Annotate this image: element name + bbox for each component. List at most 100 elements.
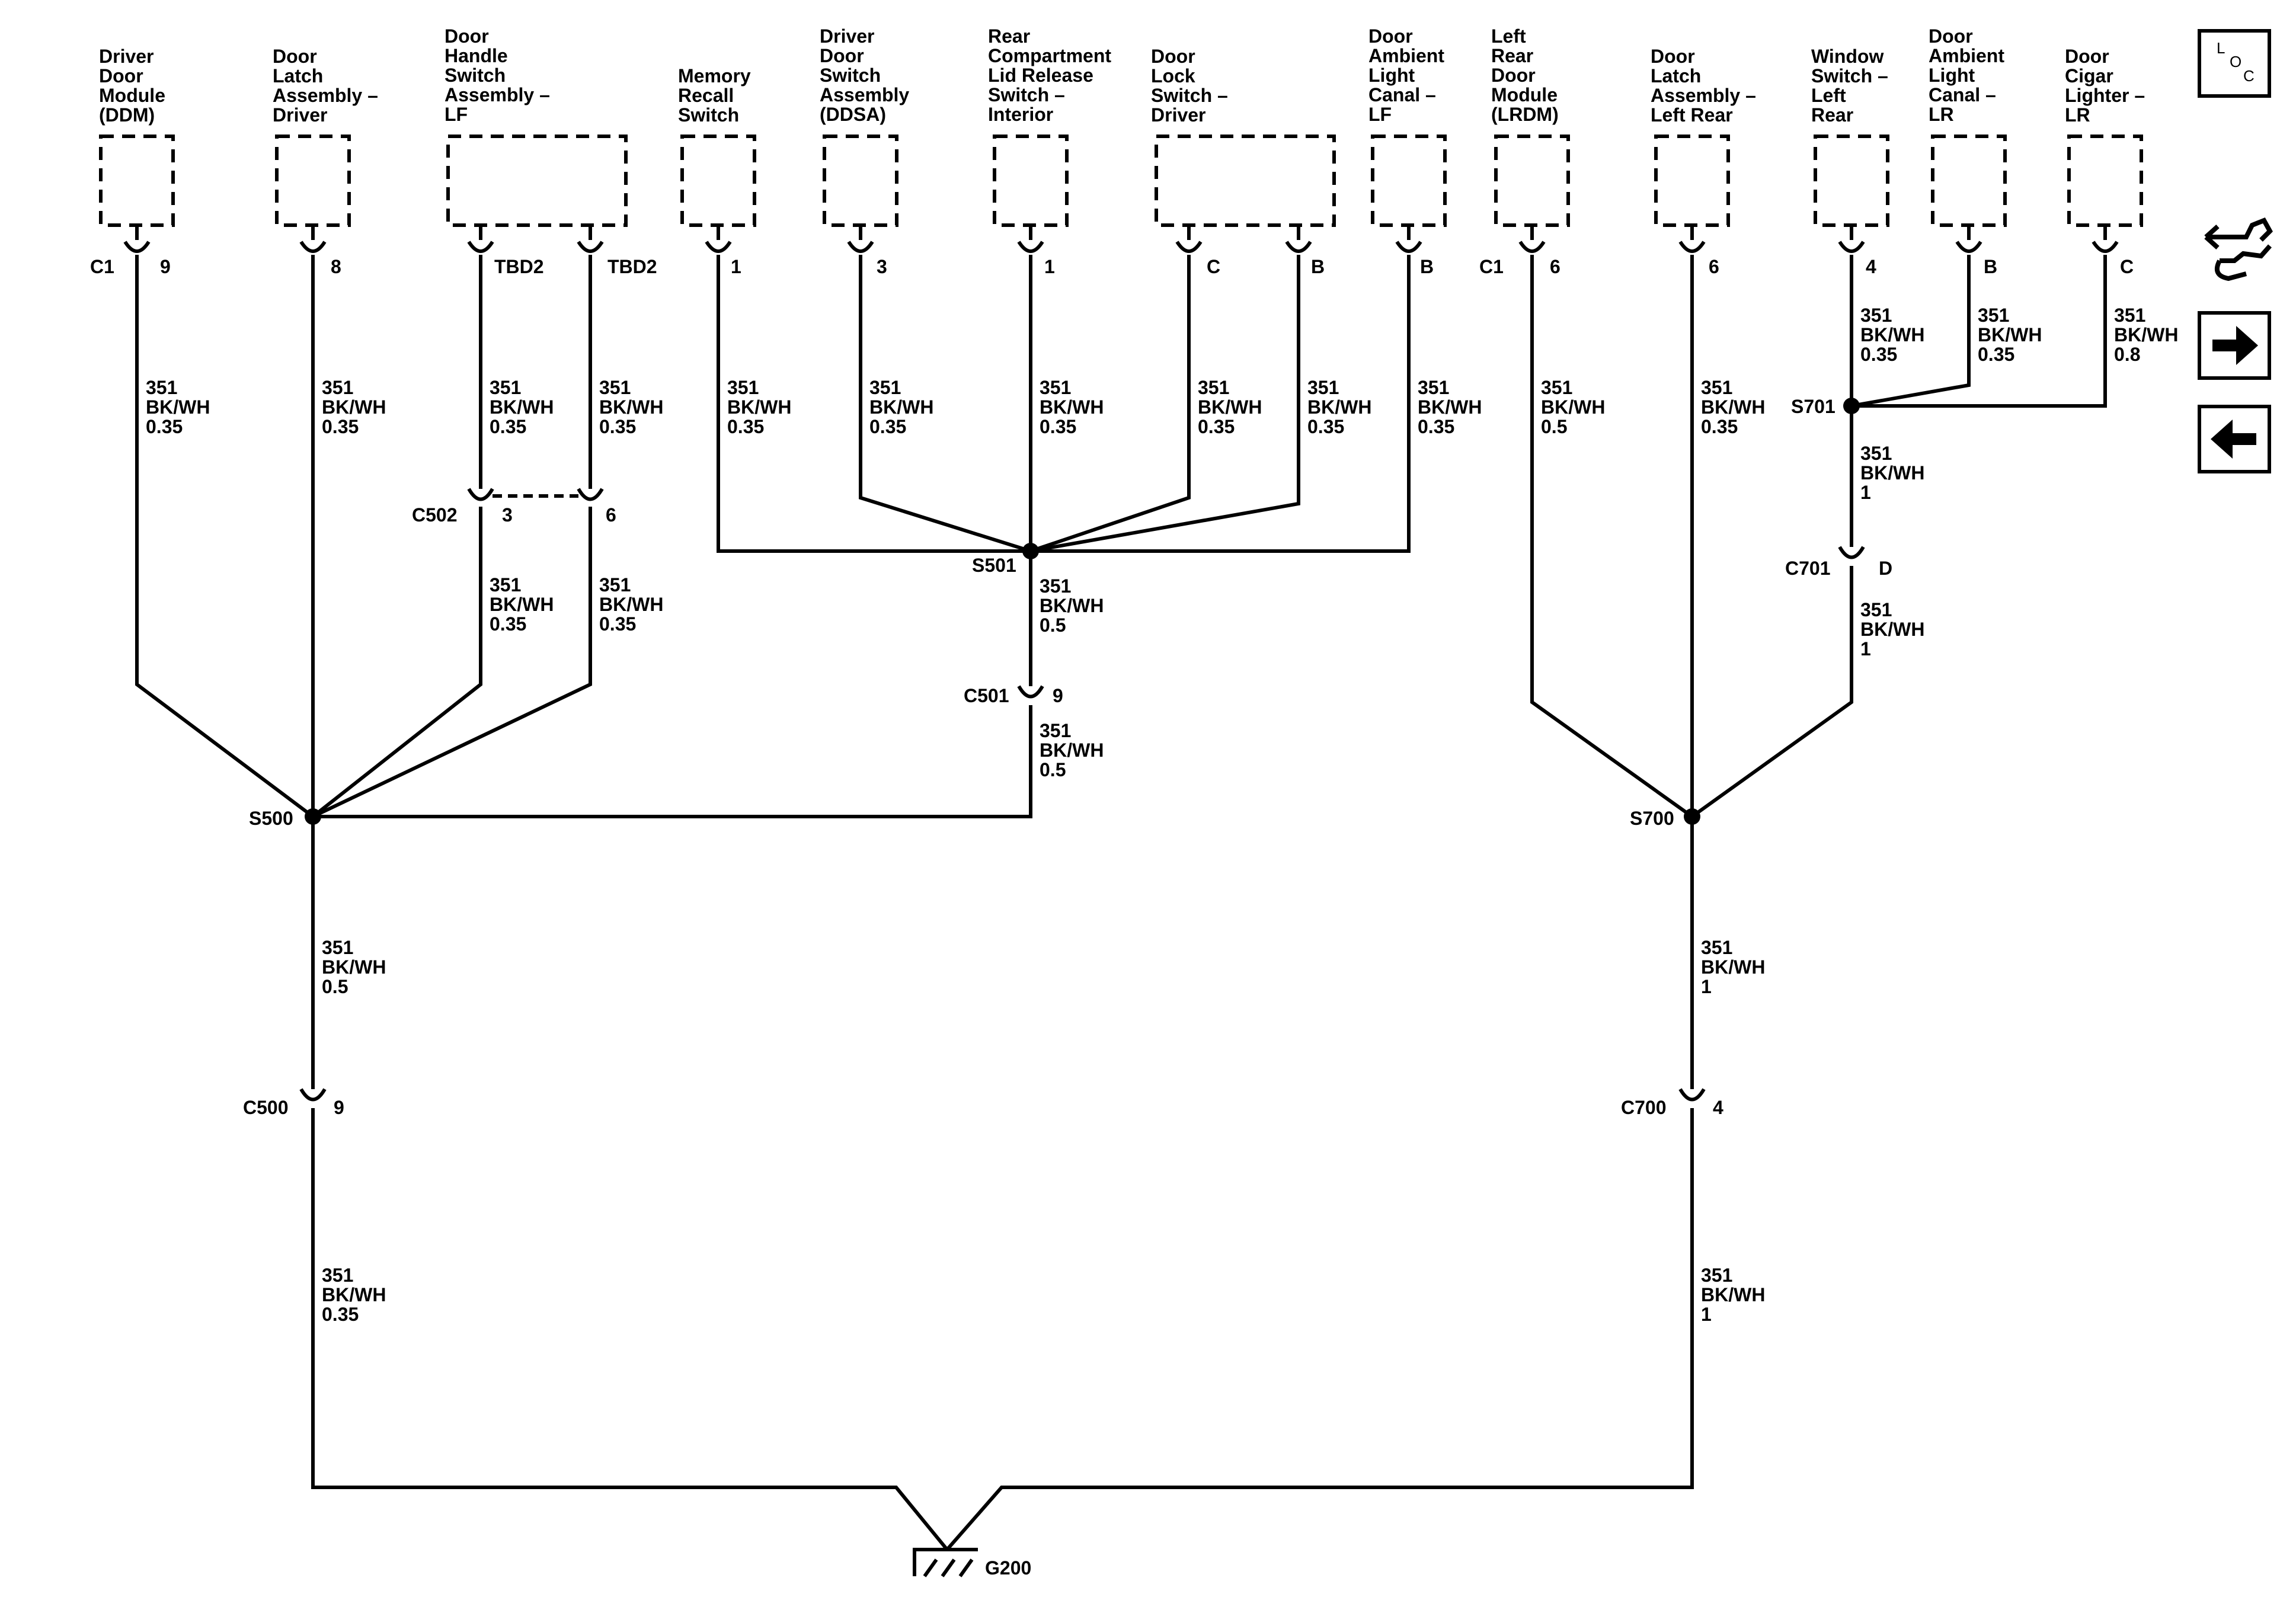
pin-window-lr: 4 — [1866, 256, 1876, 277]
wire-memory — [717, 255, 1031, 553]
label-handle-lf: Door Handle Switch Assembly – LF — [445, 25, 555, 125]
box-lrdm — [1494, 135, 1570, 227]
wire-c502-3 — [312, 507, 482, 818]
wire-cigar-lr — [1851, 255, 2107, 408]
pin-latch-lr: 6 — [1709, 256, 1719, 277]
loc-letter-o: O — [2230, 53, 2241, 71]
c501-pin: 9 — [1053, 685, 1063, 706]
arrow-left-icon — [2211, 420, 2256, 459]
ground-label: G200 — [985, 1557, 1031, 1579]
wire-c700-g200 — [945, 1108, 1694, 1551]
label-lock-driver: Door Lock Switch – Driver — [1151, 46, 1233, 126]
splice-s701 — [1843, 398, 1860, 414]
box-latch-lr — [1654, 135, 1730, 227]
ground-icon — [913, 1548, 978, 1577]
wire-ddm — [135, 255, 314, 818]
pin-labels: C1 9 8 TBD2 TBD2 1 3 1 C B B C1 6 6 4 B … — [90, 256, 2134, 277]
label-ddsa: Driver Door Switch Assembly (DDSA) — [820, 25, 914, 125]
wire-c701-s700 — [1691, 566, 1853, 818]
label-latch-driver: Door Latch Assembly – Driver — [273, 46, 383, 126]
c701-label: C701 — [1785, 558, 1831, 579]
pin-ambient-lr: B — [1984, 256, 1997, 277]
label-latch-lr: Door Latch Assembly – Left Rear — [1651, 46, 1761, 126]
back-button[interactable] — [2198, 405, 2271, 473]
box-memory — [680, 135, 756, 227]
c502-pin-a: 3 — [502, 504, 513, 526]
wire-c502-6 — [312, 507, 592, 818]
label-window-lr: Window Switch – Left Rear — [1811, 46, 1894, 126]
label-rear-lid: Rear Compartment Lid Release Switch – In… — [988, 25, 1117, 125]
wire-ambient-lf — [1031, 255, 1411, 553]
next-button[interactable] — [2198, 311, 2271, 380]
c700-pin: 4 — [1713, 1097, 1723, 1118]
wire-lrdm — [1530, 255, 1693, 818]
pin-memory: 1 — [731, 256, 741, 277]
pin-lock-driver-1: C — [1207, 256, 1220, 277]
box-rear-lid — [993, 135, 1069, 227]
splice-s700-label: S700 — [1630, 808, 1674, 829]
splice-s501-label: S501 — [972, 555, 1016, 576]
pin-latch-driver: 8 — [331, 256, 341, 277]
box-handle-lf — [446, 135, 628, 227]
inline-connectors — [299, 477, 1865, 1102]
arrow-right-icon — [2212, 326, 2258, 365]
pin-ddm-conn: C1 — [90, 256, 114, 277]
box-cigar-lr — [2067, 135, 2143, 227]
wire-c501-s500 — [313, 705, 1032, 818]
label-ddm: Driver Door Module (DDM) — [99, 46, 171, 126]
pin-rear-lid: 1 — [1044, 256, 1055, 277]
c700-label: C700 — [1621, 1097, 1667, 1118]
wires — [135, 255, 2107, 1551]
connector-icon[interactable] — [2204, 217, 2273, 281]
pin-lrdm: 6 — [1550, 256, 1560, 277]
pin-handle-lf-2: TBD2 — [607, 256, 657, 277]
c500-pin: 9 — [334, 1097, 344, 1118]
wire-ambient-lr — [1851, 255, 1971, 408]
c502-label: C502 — [412, 504, 458, 526]
box-latch-driver — [275, 135, 351, 227]
splice-s500 — [305, 808, 321, 825]
splice-s701-label: S701 — [1791, 396, 1835, 417]
wire-lock-driver-2 — [1030, 255, 1300, 553]
wire-ddsa — [859, 255, 1031, 553]
splice-s700 — [1684, 808, 1700, 825]
pin-lock-driver-2: B — [1311, 256, 1325, 277]
splice-s501 — [1022, 543, 1039, 559]
label-lrdm: Left Rear Door Module (LRDM) — [1491, 25, 1563, 125]
box-ddsa — [823, 135, 898, 227]
c701-pin: D — [1879, 558, 1892, 579]
label-cigar-lr: Door Cigar Lighter – LR — [2065, 46, 2150, 126]
wire-c500-g200 — [311, 1108, 949, 1551]
pin-cigar-lr: C — [2120, 256, 2134, 277]
c501-label: C501 — [964, 685, 1009, 706]
box-ddm — [99, 135, 175, 227]
pin-lrdm-conn: C1 — [1479, 256, 1504, 277]
box-ambient-lf — [1371, 135, 1447, 227]
c500-label: C500 — [243, 1097, 289, 1118]
c502-pin-b: 6 — [606, 504, 616, 526]
loc-button[interactable]: L O C — [2198, 29, 2271, 98]
box-window-lr — [1814, 135, 1889, 227]
nav-panel: L O C — [2198, 29, 2273, 473]
pin-ddm: 9 — [160, 256, 171, 277]
component-boxes — [99, 135, 2143, 227]
